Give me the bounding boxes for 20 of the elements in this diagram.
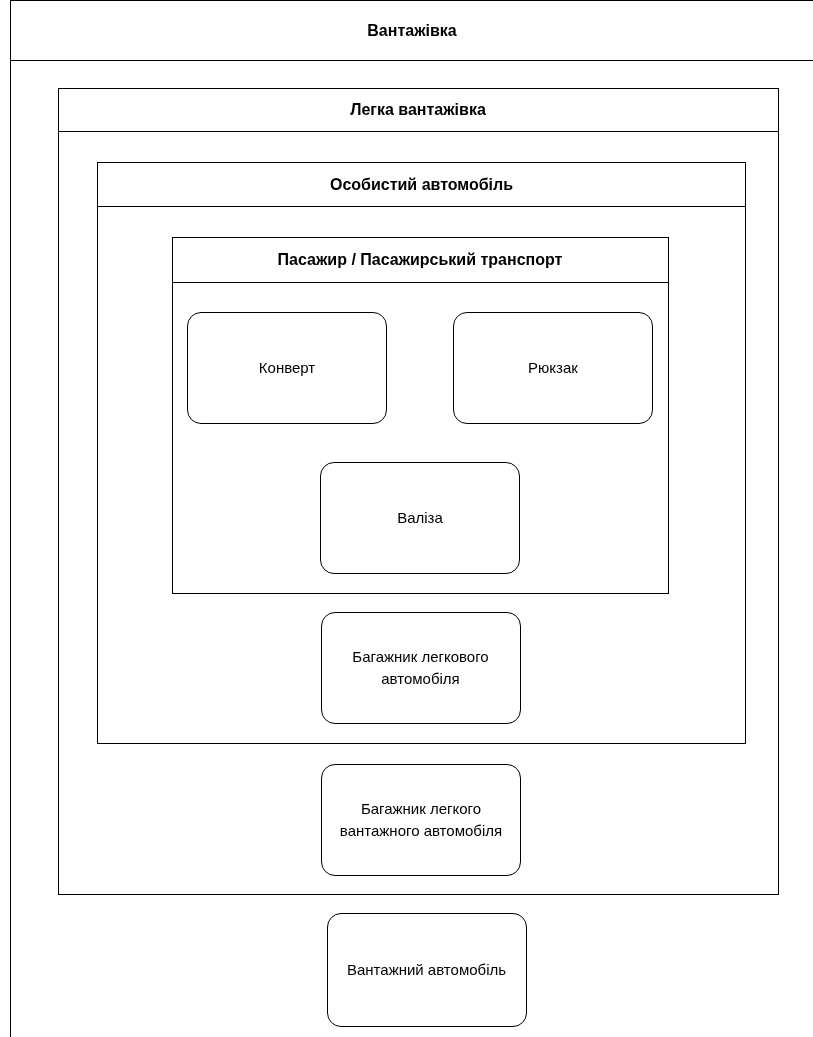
container-title: Особистий автомобіль — [329, 175, 514, 194]
rounded-box — [321, 764, 521, 876]
box-label: Валіза — [397, 508, 443, 529]
box-label: Вантажний автомобіль — [346, 959, 507, 980]
container-box — [171, 236, 669, 594]
container-box — [10, 0, 813, 1037]
container-box — [97, 162, 746, 744]
box-label: Багажник легкого вантажного автомобіля — [338, 799, 504, 841]
rounded-box — [453, 312, 653, 424]
box-label: Рюкзак — [528, 358, 578, 379]
rounded-box — [320, 462, 520, 574]
rounded-box — [320, 611, 521, 724]
container-title: Вантажівка — [367, 21, 457, 40]
container-title: Легка вантажівка — [350, 100, 486, 119]
rounded-box — [187, 312, 387, 424]
box-label: Конверт — [258, 358, 316, 379]
container-title: Пасажир / Пасажирський транспорт — [277, 250, 563, 269]
rounded-box — [326, 912, 527, 1027]
container-box — [57, 87, 779, 895]
box-label: Багажник легкового автомобіля — [351, 646, 490, 689]
